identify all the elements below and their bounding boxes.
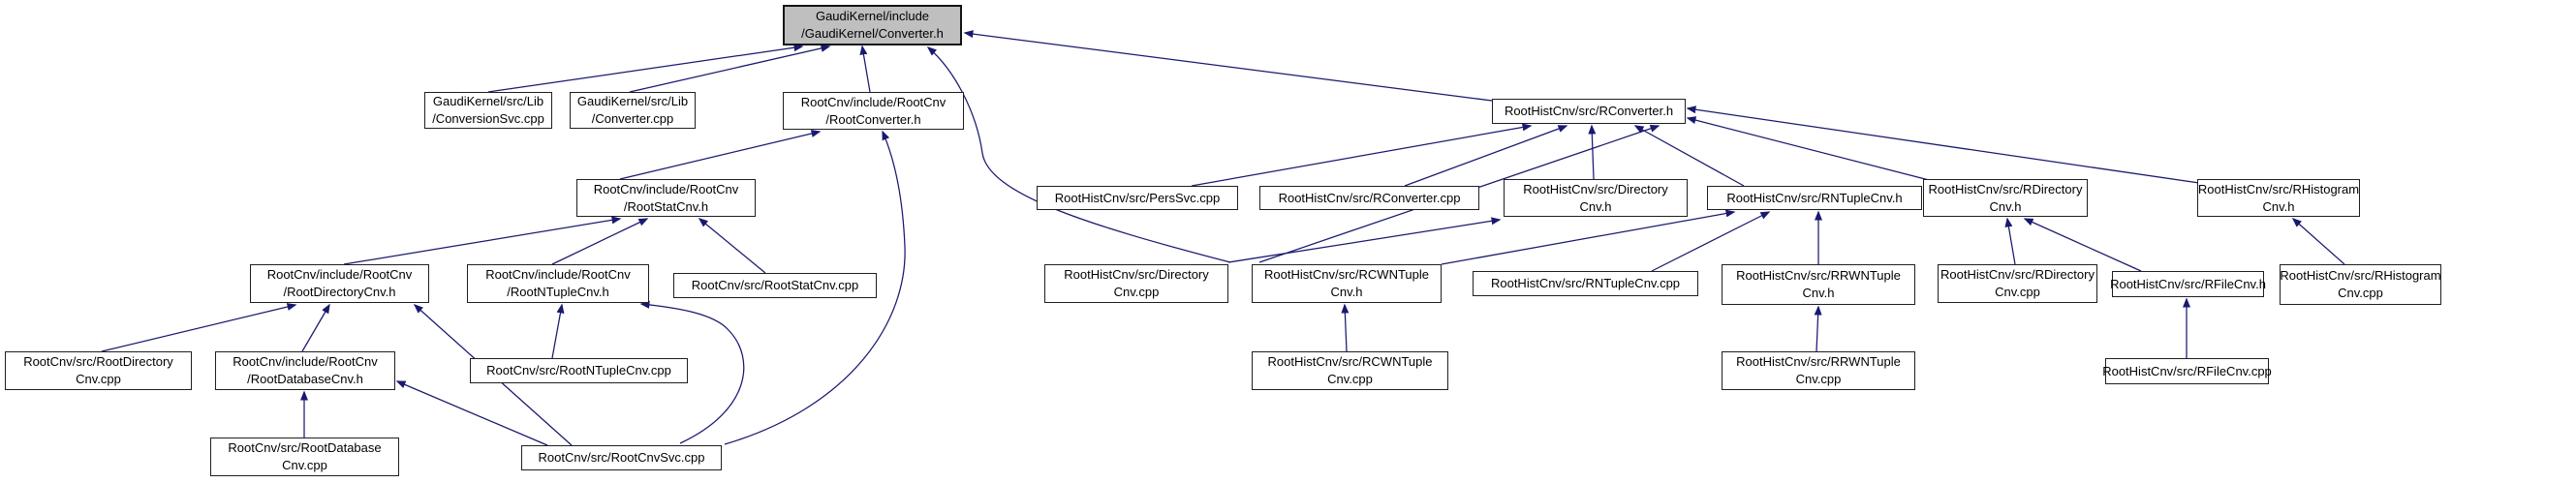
node-rcwntuplecnv-h[interactable]: RootHistCnv/src/RCWNTuple Cnv.h <box>1252 264 1442 303</box>
node-rntuplecnv-cpp[interactable]: RootHistCnv/src/RNTupleCnv.cpp <box>1473 271 1698 296</box>
node-rootdirectorycnv-cpp[interactable]: RootCnv/src/RootDirectory Cnv.cpp <box>5 351 192 390</box>
node-rootdirectorycnv-h[interactable]: RootCnv/include/RootCnv /RootDirectoryCn… <box>250 264 429 303</box>
node-rhistogramcnv-h[interactable]: RootHistCnv/src/RHistogram Cnv.h <box>2197 179 2360 217</box>
edge-rootntuplecnv-h-to-rootstatcnv-h <box>551 218 649 265</box>
edge-perssvc-cpp-to-rconverter-h <box>1191 123 1533 187</box>
node-directorycnv-h[interactable]: RootHistCnv/src/Directory Cnv.h <box>1504 179 1688 217</box>
edge-rcwntuplecnv-cpp-to-rcwntuplecnv-h <box>1341 303 1350 352</box>
edge-rcwntuplecnv-h-to-rntuplecnv-h <box>1441 209 1736 265</box>
node-rntuplecnv-h[interactable]: RootHistCnv/src/RNTupleCnv.h <box>1707 186 1922 210</box>
node-rootstatcnv-cpp[interactable]: RootCnv/src/RootStatCnv.cpp <box>673 273 877 298</box>
edge-conversionsvc-cpp-to-gaudikernel-converter-h <box>487 44 804 93</box>
node-rconverter-h[interactable]: RootHistCnv/src/RConverter.h <box>1492 99 1686 124</box>
node-perssvc-cpp[interactable]: RootHistCnv/src/PersSvc.cpp <box>1037 186 1238 210</box>
node-rcwntuplecnv-cpp[interactable]: RootHistCnv/src/RCWNTuple Cnv.cpp <box>1252 351 1448 390</box>
edge-directorycnv-h-to-rconverter-h <box>1588 124 1597 180</box>
edge-rootconverter-h-to-gaudikernel-converter-h <box>859 45 871 93</box>
edge-rootcnvsvc-cpp-to-rootntuplecnv-h <box>639 300 745 444</box>
node-conversionsvc-cpp[interactable]: GaudiKernel/src/Lib /ConversionSvc.cpp <box>424 92 552 129</box>
node-rrwntuplecnv-h[interactable]: RootHistCnv/src/RRWNTuple Cnv.h <box>1722 264 1915 305</box>
edge-rconverter-cpp-to-rconverter-h <box>1404 125 1568 187</box>
node-rootstatcnv-h[interactable]: RootCnv/include/RootCnv /RootStatCnv.h <box>576 179 756 217</box>
edge-rfilecnv-h-to-rdirectorycnv-h <box>2023 218 2142 272</box>
edge-rootdatabasecnv-h-to-rootdirectorycnv-h <box>301 303 330 352</box>
edge-rootdirectorycnv-h-to-rootstatcnv-h <box>343 216 622 265</box>
node-rootntuplecnv-h[interactable]: RootCnv/include/RootCnv /RootNTupleCnv.h <box>467 264 649 303</box>
edge-rntuplecnv-h-to-rconverter-h <box>1633 125 1745 187</box>
edge-rootstatcnv-h-to-rootconverter-h <box>619 130 822 180</box>
edge-rconverter-h-to-gaudikernel-converter-h <box>963 30 1493 102</box>
node-rfilecnv-cpp[interactable]: RootHistCnv/src/RFileCnv.cpp <box>2102 358 2272 384</box>
node-rootdatabasecnv-h[interactable]: RootCnv/include/RootCnv /RootDatabaseCnv… <box>215 351 395 390</box>
node-rfilecnv-h[interactable]: RootHistCnv/src/RFileCnv.h <box>2110 271 2266 297</box>
edge-rootcnvsvc-cpp-to-rootconverter-h <box>724 130 906 445</box>
edge-rootstatcnv-cpp-to-rootstatcnv-h <box>698 218 766 274</box>
node-rrwntuplecnv-cpp[interactable]: RootHistCnv/src/RRWNTuple Cnv.cpp <box>1722 351 1915 390</box>
node-rootconverter-h[interactable]: RootCnv/include/RootCnv /RootConverter.h <box>783 92 964 130</box>
edge-rdirectorycnv-h-to-rconverter-h <box>1686 116 1934 182</box>
edge-rootcnvsvc-cpp-to-rootdatabasecnv-h <box>395 380 548 446</box>
node-converter-cpp[interactable]: GaudiKernel/src/Lib /Converter.cpp <box>570 92 696 129</box>
edge-rrwntuplecnv-cpp-to-rrwntuplecnv-h <box>1814 305 1822 352</box>
edge-directorycnv-cpp-to-gaudikernel-converter-h <box>926 46 1231 263</box>
node-rdirectorycnv-cpp[interactable]: RootHistCnv/src/RDirectory Cnv.cpp <box>1938 264 2097 303</box>
node-rhistogramcnv-cpp[interactable]: RootHistCnv/src/RHistogram Cnv.cpp <box>2280 264 2441 305</box>
node-rootntuplecnv-cpp[interactable]: RootCnv/src/RootNTupleCnv.cpp <box>470 358 688 383</box>
node-directorycnv-cpp[interactable]: RootHistCnv/src/Directory Cnv.cpp <box>1044 264 1228 303</box>
edge-rdirectorycnv-cpp-to-rdirectorycnv-h <box>2004 217 2016 265</box>
edge-converter-cpp-to-gaudikernel-converter-h <box>629 44 831 93</box>
node-rootcnvsvc-cpp[interactable]: RootCnv/src/RootCnvSvc.cpp <box>521 445 722 470</box>
edge-rhistogramcnv-h-to-rconverter-h <box>1686 106 2200 184</box>
node-rootdatabasecnv-cpp[interactable]: RootCnv/src/RootDatabase Cnv.cpp <box>210 438 399 476</box>
edge-rhistogramcnv-cpp-to-rhistogramcnv-h <box>2291 218 2345 265</box>
node-rdirectorycnv-h[interactable]: RootHistCnv/src/RDirectory Cnv.h <box>1923 179 2088 217</box>
node-gaudikernel-converter-h: GaudiKernel/include /GaudiKernel/Convert… <box>783 5 962 45</box>
edge-rntuplecnv-cpp-to-rntuplecnv-h <box>1651 211 1771 272</box>
edge-directorycnv-cpp-to-directorycnv-h <box>1227 217 1502 263</box>
node-rconverter-cpp[interactable]: RootHistCnv/src/RConverter.cpp <box>1259 186 1479 210</box>
edge-rootdirectorycnv-cpp-to-rootdirectorycnv-h <box>101 303 297 352</box>
edge-rootntuplecnv-cpp-to-rootntuplecnv-h <box>551 303 565 359</box>
